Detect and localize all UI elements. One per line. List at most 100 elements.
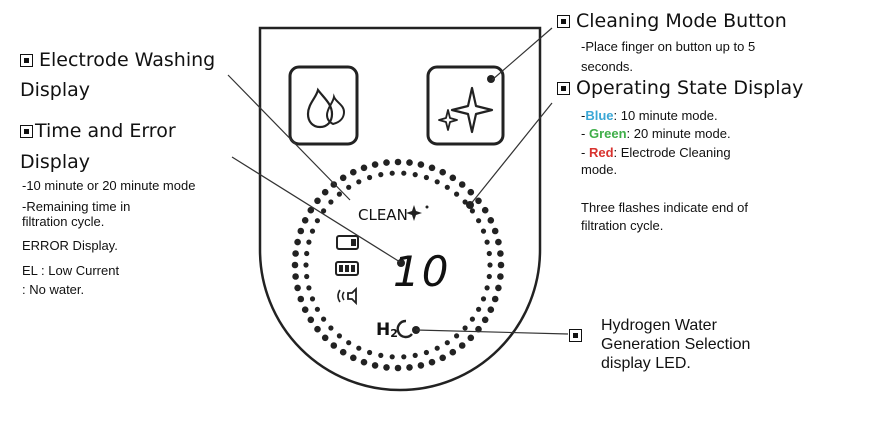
led-ring-dot bbox=[406, 364, 413, 371]
led-ring-dot bbox=[356, 179, 362, 185]
led-ring-dot bbox=[495, 238, 502, 246]
led-ring-dot bbox=[484, 285, 490, 291]
led-ring-dot bbox=[339, 174, 347, 182]
led-ring-dot bbox=[481, 206, 489, 214]
device-outline bbox=[258, 26, 542, 392]
led-ring-dot bbox=[339, 348, 347, 356]
leader-operating bbox=[469, 102, 553, 206]
time-error-desc-4: ERROR Display. bbox=[22, 238, 118, 253]
led-ring-dot bbox=[383, 364, 390, 371]
led-ring-dot bbox=[294, 284, 301, 292]
led-ring-dot bbox=[491, 295, 499, 303]
led-ring-dot bbox=[394, 364, 402, 372]
hydrogen-bullet bbox=[569, 326, 588, 345]
led-ring-dot bbox=[417, 161, 425, 168]
led-ring-dot bbox=[469, 316, 475, 322]
led-ring-dot bbox=[469, 208, 475, 214]
led-ring-dot bbox=[476, 218, 482, 224]
led-ring-dot bbox=[350, 168, 357, 176]
cleaning-mode-desc-2: seconds. bbox=[581, 59, 634, 74]
time-error-desc-5: EL : Low Current bbox=[22, 263, 120, 278]
hydrogen-label: Hydrogen Water Generation Selection disp… bbox=[601, 316, 750, 373]
bullet-square-icon bbox=[20, 54, 33, 67]
time-error-desc-1: -10 minute or 20 minute mode bbox=[22, 178, 196, 193]
led-ring-dot bbox=[367, 349, 373, 356]
led-ring-dot bbox=[383, 159, 390, 166]
led-ring-dot bbox=[449, 174, 457, 182]
led-ring-dot bbox=[495, 284, 502, 292]
led-ring-dot bbox=[360, 358, 368, 366]
led-ring-dot bbox=[321, 316, 327, 322]
bullet-square-icon bbox=[569, 329, 582, 342]
led-ring-dot bbox=[480, 228, 487, 234]
cleaning-mode-title: Cleaning Mode Button bbox=[557, 6, 787, 36]
led-ring-dot bbox=[497, 261, 505, 269]
led-ring-dot bbox=[439, 168, 447, 176]
led-ring-dot bbox=[321, 188, 329, 196]
led-ring-dot bbox=[401, 354, 407, 360]
bullet-square-icon bbox=[557, 82, 570, 95]
sparkle-small-icon bbox=[438, 109, 458, 131]
time-error-desc-3: filtration cycle. bbox=[22, 214, 105, 229]
led-ring-dot bbox=[328, 325, 334, 331]
electrode-washing-button bbox=[288, 65, 359, 146]
led-ring-dot bbox=[487, 217, 495, 224]
led-ring-dot bbox=[346, 340, 352, 346]
led-ring-dot bbox=[306, 285, 312, 291]
led-ring-dot bbox=[458, 181, 466, 188]
led-ring-dot bbox=[389, 354, 395, 360]
led-ring-dot bbox=[487, 262, 493, 268]
led-ring-dot bbox=[301, 217, 309, 224]
led-ring-dot bbox=[304, 273, 310, 280]
cleaning-mode-desc-1: -Place finger on button up to 5 bbox=[581, 39, 756, 54]
led-ring-dot bbox=[467, 188, 475, 196]
clean-indicator: CLEAN bbox=[358, 206, 408, 224]
led-ring-dot bbox=[307, 206, 315, 214]
led-ring-dot bbox=[406, 159, 413, 166]
led-ring-dot bbox=[303, 262, 309, 268]
leader-electrode bbox=[227, 74, 351, 201]
led-ring-dot bbox=[423, 349, 429, 356]
battery-full-icon bbox=[335, 261, 359, 276]
leader-lines bbox=[227, 27, 569, 335]
led-ring-dot bbox=[454, 333, 460, 339]
operating-blue-line: -Blue: 10 minute mode. bbox=[581, 108, 718, 123]
led-ring-dot bbox=[336, 191, 342, 197]
led-ring-dot bbox=[360, 164, 368, 172]
led-ring-dot bbox=[306, 239, 312, 245]
bullet-square-icon bbox=[20, 125, 33, 138]
time-error-title-line2: Display bbox=[20, 151, 91, 173]
led-ring-dot bbox=[321, 208, 327, 214]
leader-hydrogen bbox=[415, 329, 569, 335]
leader-cleaning bbox=[491, 27, 553, 81]
hydrogen-line-3: display LED. bbox=[601, 355, 691, 372]
cleaning-mode-indicator-dot bbox=[487, 75, 495, 83]
led-ring-dot bbox=[292, 250, 299, 257]
led-ring-dot bbox=[314, 325, 321, 333]
led-ring-dot bbox=[491, 227, 499, 235]
led-ring-dot bbox=[462, 325, 468, 331]
led-ring-dot bbox=[486, 273, 492, 280]
led-ring-dot bbox=[444, 184, 450, 190]
time-error-desc-2: -Remaining time in bbox=[22, 199, 131, 214]
electrode-washing-button-frame bbox=[288, 65, 359, 146]
led-ring-dot bbox=[336, 333, 342, 339]
led-ring-dot bbox=[481, 316, 489, 324]
led-ring-dot bbox=[401, 170, 407, 176]
led-ring-dot bbox=[378, 172, 384, 178]
time-error-desc-6: : No water. bbox=[22, 282, 85, 297]
sparkle-large-icon bbox=[450, 86, 494, 134]
led-ring-dot bbox=[367, 174, 373, 181]
led-ring-dot bbox=[497, 250, 504, 257]
led-ring-dot bbox=[389, 170, 395, 176]
led-ring-dot bbox=[412, 172, 418, 178]
led-ring-dot bbox=[356, 345, 362, 351]
led-ring-dot bbox=[371, 161, 379, 168]
led-ring-dot bbox=[394, 158, 402, 166]
led-ring-dot bbox=[314, 306, 320, 312]
led-ring-dot bbox=[321, 334, 329, 342]
operating-flash-line1: Three flashes indicate end of bbox=[581, 200, 748, 215]
led-ring-dot bbox=[371, 362, 379, 369]
time-display: 10 bbox=[393, 247, 450, 296]
